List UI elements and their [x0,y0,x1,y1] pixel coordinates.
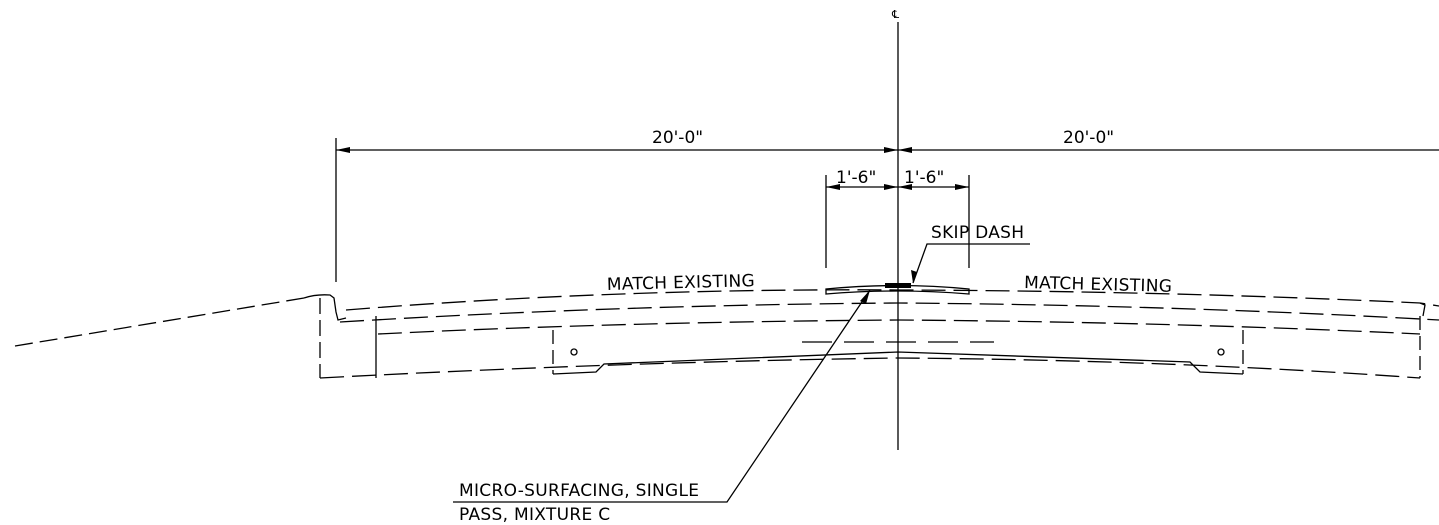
match-existing-right-label: MATCH EXISTING [1024,273,1173,297]
existing-roadway-section [14,289,1439,379]
left-offset-label: 1'-6" [836,168,876,188]
right-offset-label: 1'-6" [904,168,944,188]
micro-surfacing-strip [825,284,970,295]
micro-surfacing-label-line1: MICRO-SURFACING, SINGLE [459,481,699,501]
left-width-label: 20'-0" [652,128,703,148]
overall-dimension: 20'-0" 20'-0" [335,128,1439,282]
skip-dash-label: SKIP DASH [931,223,1024,243]
micro-surfacing-callout: MICRO-SURFACING, SINGLE PASS, MIXTURE C [453,289,871,525]
match-existing-left-label: MATCH EXISTING [607,271,756,295]
right-width-label: 20'-0" [1063,128,1114,148]
micro-surfacing-label-line2: PASS, MIXTURE C [459,505,610,525]
centerline-symbol: ℄ [891,8,899,21]
centerline: ℄ [891,8,899,450]
offset-dimension: 1'-6" 1'-6" [825,168,970,268]
skip-dash-callout: SKIP DASH [885,223,1030,288]
